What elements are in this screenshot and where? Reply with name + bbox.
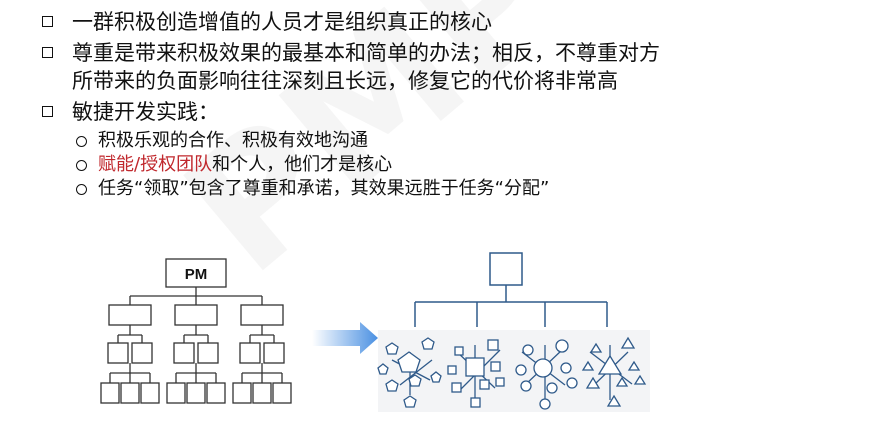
- triangle-icon: [615, 376, 629, 387]
- triangle-icon: [585, 376, 601, 389]
- circle-icon: [522, 344, 534, 356]
- square-icon: [487, 339, 499, 351]
- square-icon: [465, 357, 485, 377]
- member-box: [120, 382, 140, 404]
- square-icon: [490, 361, 501, 372]
- team-cluster-squares: [447, 339, 505, 408]
- circle-icon: [515, 364, 527, 376]
- triangle-icon: [581, 360, 595, 371]
- team-cluster-triangles: [581, 336, 647, 407]
- transition-arrow-icon: [312, 322, 378, 354]
- member-box: [206, 382, 226, 404]
- triangle-icon: [627, 360, 641, 371]
- bullet-text: 一群积极创造增值的人员才是组织真正的核心: [72, 10, 492, 34]
- member-box: [239, 342, 261, 364]
- pentagon-icon: [408, 374, 422, 387]
- pentagon-icon: [377, 363, 389, 375]
- hierarchy-boxes: [100, 304, 292, 404]
- member-box: [166, 382, 186, 404]
- bullet-list: 一群积极创造增值的人员才是组织真正的核心 尊重是带来积极效果的最基本和简单的办法…: [38, 8, 858, 201]
- hierarchy-chart: PM: [100, 258, 292, 404]
- square-icon: [495, 377, 505, 387]
- square-bullet-icon: [42, 16, 53, 27]
- circle-icon: [520, 380, 532, 392]
- triangle-icon: [633, 374, 647, 385]
- hierarchy-connectors: [109, 287, 283, 383]
- bullet-text: 所带来的负面影响往往深刻且长远，修复它的代价将非常高: [72, 69, 618, 93]
- pentagon-icon: [421, 337, 435, 350]
- pentagon-icon: [385, 379, 399, 392]
- member-box: [197, 342, 219, 364]
- sub-bullet-item: 任务“领取”包含了尊重和承诺，其效果远胜于任务“分配”: [76, 177, 858, 201]
- sub-bullet-text: 任务“领取”包含了尊重和承诺，其效果远胜于任务“分配”: [98, 178, 550, 199]
- circle-bullet-icon: [76, 184, 87, 195]
- pm-label: PM: [185, 266, 208, 283]
- bullet-item-agile: 敏捷开发实践：: [38, 98, 858, 126]
- highlight-text: 赋能/授权团队: [98, 154, 213, 175]
- triangle-icon: [606, 394, 622, 407]
- circle-icon: [555, 339, 569, 353]
- member-box: [131, 342, 153, 364]
- sub-bullet-item: 赋能/授权团队和个人，他们才是核心: [76, 153, 858, 177]
- member-box: [252, 382, 272, 404]
- sub-bullet-text: 和个人，他们才是核心: [212, 154, 393, 175]
- sub-bullet-list: 积极乐观的合作、积极有效地沟通 赋能/授权团队和个人，他们才是核心 任务“领取”…: [76, 129, 858, 201]
- pentagon-icon: [385, 342, 399, 355]
- empowered-teams-chart: [377, 252, 650, 412]
- sub-bullet-text: 积极乐观的合作、积极有效地沟通: [98, 130, 368, 151]
- bullet-text: 敏捷开发实践：: [72, 100, 219, 124]
- member-box: [263, 342, 285, 364]
- member-box: [100, 382, 120, 404]
- circle-icon: [566, 377, 578, 389]
- bullet-item-respect: 尊重是带来积极效果的最基本和简单的办法；相反，不尊重对方 所带来的负面影响往往深…: [38, 39, 858, 95]
- pm-box: [165, 258, 227, 288]
- square-bullet-icon: [42, 47, 53, 58]
- bullet-text: 尊重是带来积极效果的最基本和简单的办法；相反，不尊重对方: [72, 41, 660, 65]
- square-icon: [470, 397, 481, 408]
- circle-icon: [533, 358, 553, 378]
- sub-bullet-item: 积极乐观的合作、积极有效地沟通: [76, 129, 858, 153]
- circle-bullet-icon: [76, 136, 87, 147]
- square-icon: [454, 346, 464, 356]
- triangle-icon: [620, 336, 636, 349]
- manager-box: [108, 304, 152, 326]
- square-bullet-icon: [42, 106, 53, 117]
- bullet-item-core: 一群积极创造增值的人员才是组织真正的核心: [38, 8, 858, 36]
- team-cluster-pentagons: [377, 337, 442, 408]
- circle-icon: [539, 398, 551, 410]
- teams-connectors: [414, 252, 608, 327]
- circle-icon: [546, 382, 558, 394]
- manager-box: [174, 304, 218, 326]
- member-box: [186, 382, 206, 404]
- pentagon-icon: [430, 371, 442, 383]
- square-icon: [447, 365, 457, 375]
- triangle-icon: [589, 342, 603, 353]
- member-box: [272, 382, 292, 404]
- manager-box: [240, 304, 284, 326]
- triangle-icon: [597, 354, 623, 375]
- member-box: [232, 382, 252, 404]
- pentagon-icon: [397, 351, 421, 373]
- square-icon: [451, 382, 462, 393]
- team-cluster-circles: [515, 339, 578, 410]
- pentagon-icon: [403, 395, 417, 408]
- member-box: [140, 382, 160, 404]
- circle-bullet-icon: [76, 160, 87, 171]
- member-box: [107, 342, 129, 364]
- member-box: [173, 342, 195, 364]
- top-box: [489, 252, 523, 286]
- square-icon: [479, 379, 490, 390]
- circle-icon: [560, 362, 572, 374]
